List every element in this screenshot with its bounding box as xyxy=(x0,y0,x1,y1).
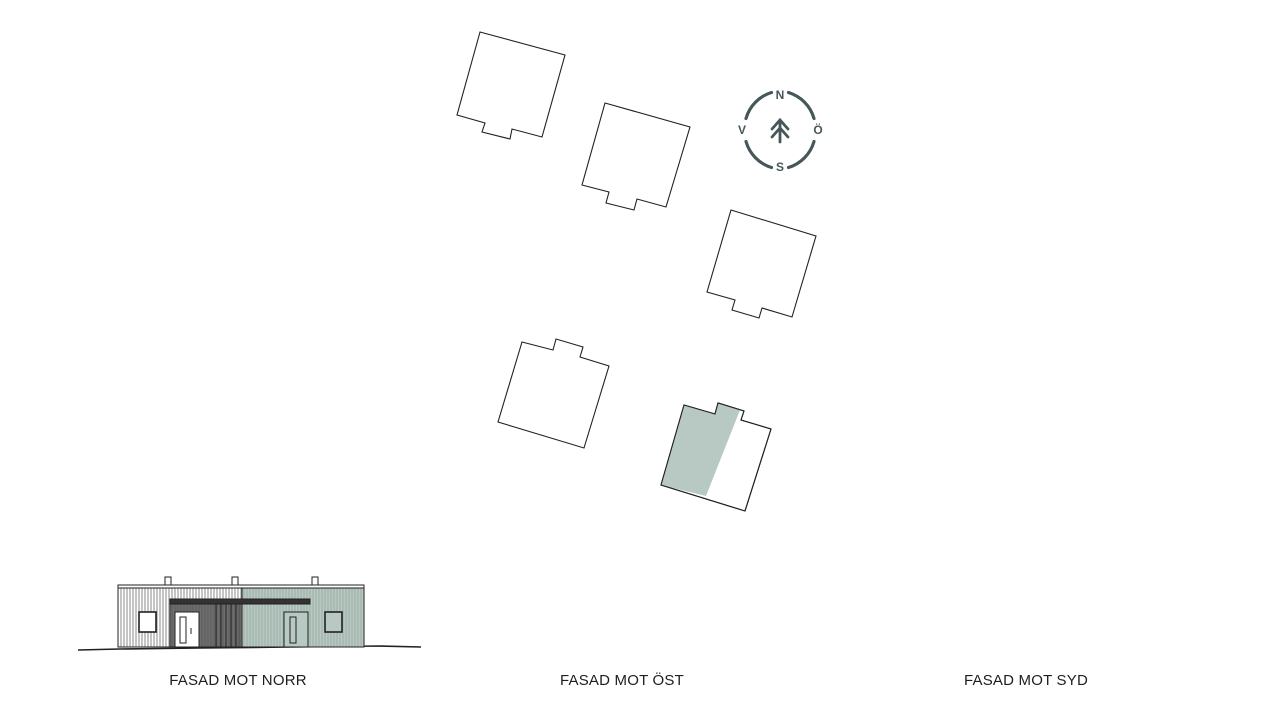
compass-east-label: Ö xyxy=(813,122,822,137)
site-plan xyxy=(456,31,817,512)
house-footprint-2 xyxy=(581,102,691,211)
tree-arrow-icon xyxy=(770,117,790,144)
elevation-south-label: FASAD MOT SYD xyxy=(963,672,1088,689)
house-footprint-3 xyxy=(706,209,817,319)
house-footprint-4 xyxy=(497,338,610,449)
compass-west-label: V xyxy=(738,123,746,137)
compass-north-label: N xyxy=(776,88,785,102)
elevation-north xyxy=(77,576,422,651)
elevation-north-label: FASAD MOT NORR xyxy=(169,672,307,689)
house-footprint-5-highlighted xyxy=(660,402,772,512)
elevation-east-label: FASAD MOT ÖST xyxy=(559,672,684,689)
house-footprint-1 xyxy=(456,31,566,140)
compass-south-label: S xyxy=(776,160,784,174)
compass-rose: N Ö S V xyxy=(738,88,823,174)
